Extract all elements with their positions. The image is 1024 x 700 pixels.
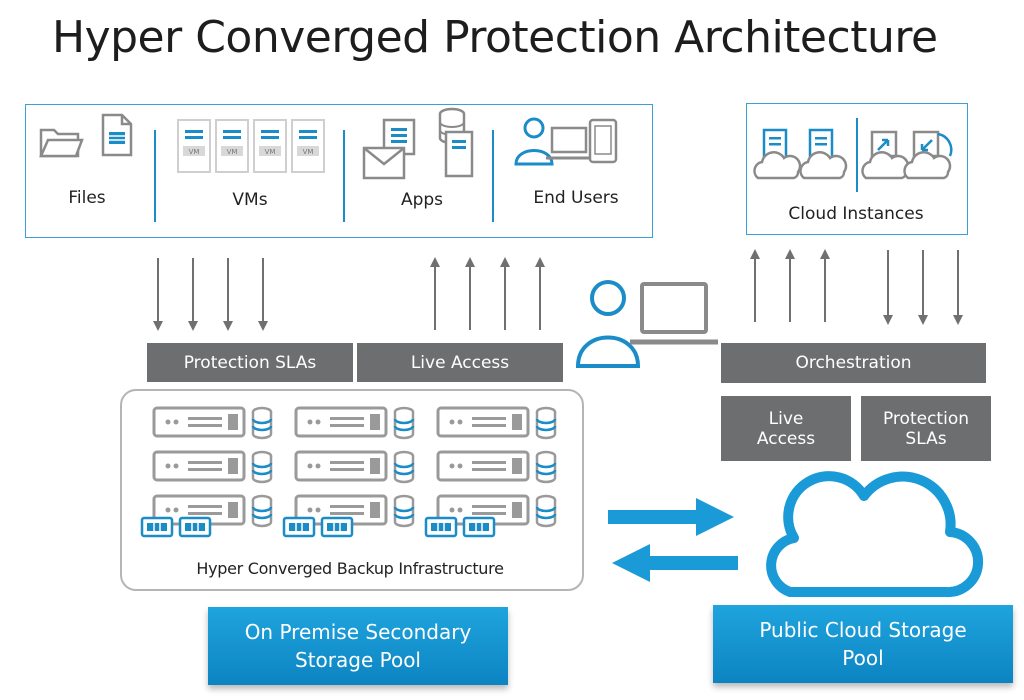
network-card-icon (178, 516, 212, 538)
server-icon (294, 406, 415, 440)
vm-icon (215, 119, 249, 173)
from-cloud-arrow (612, 544, 738, 582)
page-title: Hyper Converged Protection Architecture (52, 12, 938, 63)
server-icon (152, 406, 273, 440)
public-cloud-storage-pool: Public Cloud Storage Pool (713, 605, 1013, 683)
cloud-restore-icon (861, 130, 910, 180)
network-card-icon (424, 516, 458, 538)
network-card-icon (462, 516, 496, 538)
user-laptop-icon (575, 280, 718, 368)
vm-tag: VM (303, 148, 314, 156)
workloads-divider (343, 130, 345, 222)
folder-icon (39, 128, 84, 158)
document-icon (101, 113, 133, 157)
cloud-instances-label: Cloud Instances (788, 204, 924, 224)
vm-tag: VM (227, 148, 238, 156)
protection-slas-bar: Protection SLAs (147, 343, 353, 382)
apps-icon (362, 107, 474, 180)
to-cloud-arrow (608, 498, 734, 536)
server-icon (294, 450, 415, 484)
public-cloud-icon (766, 471, 984, 598)
network-card-icon (320, 516, 354, 538)
orchestration-bar: Orchestration (721, 343, 986, 383)
network-card-icon (282, 516, 316, 538)
backup-infrastructure-label: Hyper Converged Backup Infrastructure (196, 559, 504, 578)
vm-icons: VM VM VM VM (177, 119, 325, 173)
files-label: Files (68, 188, 106, 208)
end-users-icon (514, 117, 618, 166)
server-icon (152, 450, 273, 484)
vms-label: VMs (232, 190, 268, 210)
on-premise-storage-pool: On Premise Secondary Storage Pool (208, 607, 508, 685)
server-cluster (140, 406, 557, 538)
vm-icon (253, 119, 287, 173)
workloads-divider (492, 130, 494, 222)
server-icon (436, 406, 557, 440)
cloud-live-access-bar: Live Access (721, 396, 851, 461)
network-card-icon (140, 516, 174, 538)
cloud-instances-divider (856, 118, 858, 192)
vm-tag: VM (265, 148, 276, 156)
cloud-protection-slas-bar: Protection SLAs (861, 396, 991, 461)
apps-label: Apps (400, 190, 444, 210)
end-users-label: End Users (533, 188, 619, 208)
live-access-bar: Live Access (357, 343, 563, 382)
cloud-instance-icons (753, 128, 953, 180)
server-icon (436, 450, 557, 484)
workloads-box (25, 104, 653, 238)
vm-icon (291, 119, 325, 173)
cloud-document-icon (753, 128, 802, 180)
workloads-divider (154, 130, 156, 222)
cloud-document-icon (799, 128, 848, 180)
vm-icon (177, 119, 211, 173)
cloud-restore-icon (903, 130, 953, 180)
vm-tag: VM (189, 148, 200, 156)
